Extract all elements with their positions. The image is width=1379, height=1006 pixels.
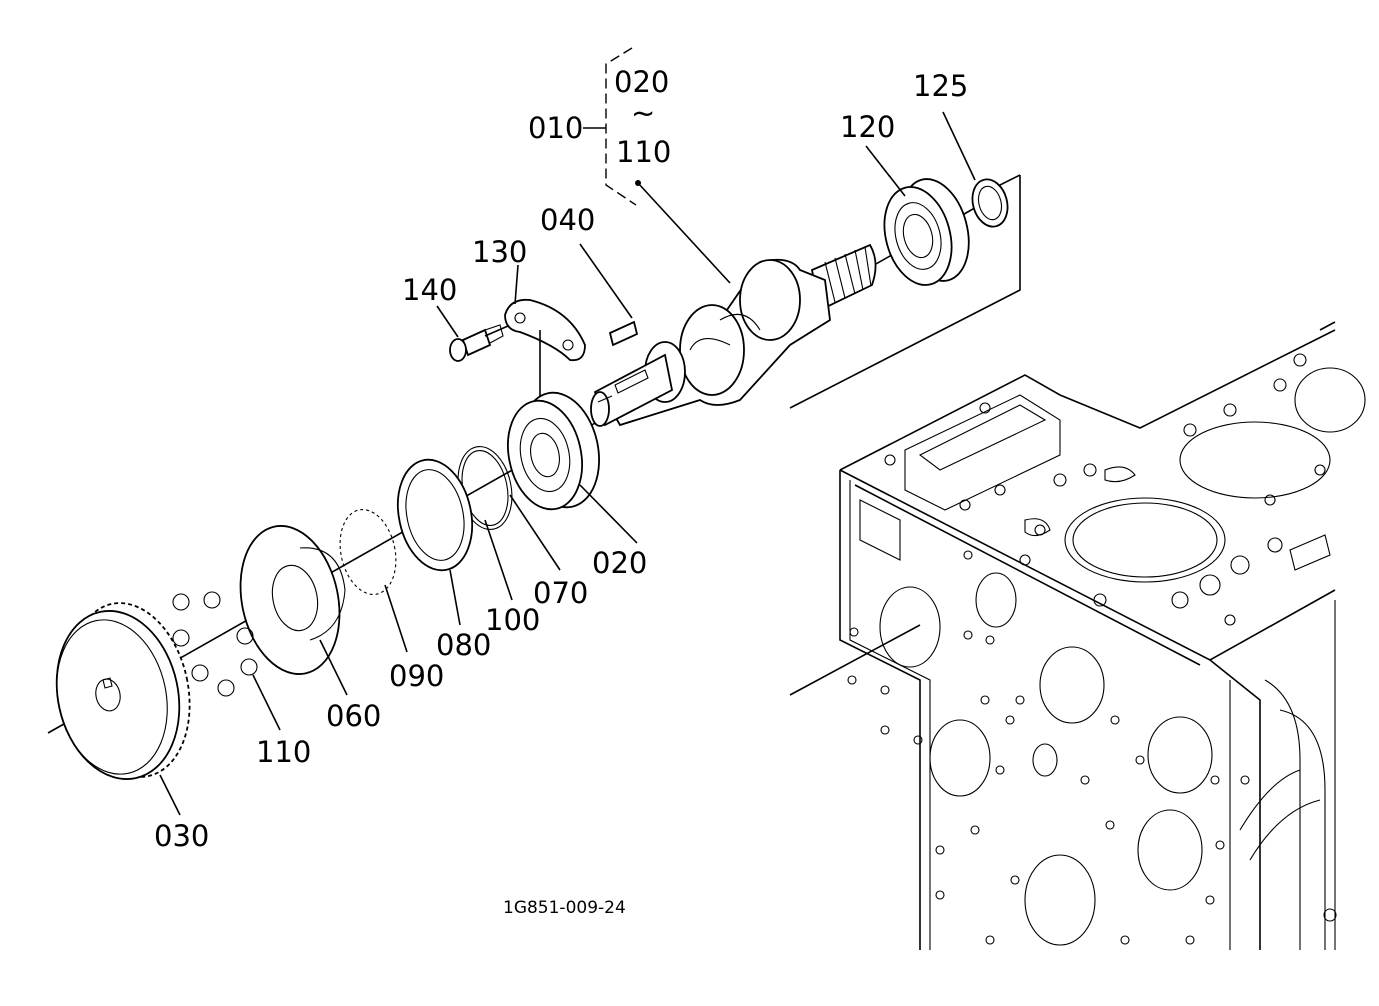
label-080: 080 bbox=[436, 628, 491, 662]
key-icon bbox=[608, 320, 639, 347]
label-110-range-end: 110 bbox=[616, 135, 671, 169]
ball-bearing-icon bbox=[507, 391, 600, 511]
label-110: 110 bbox=[256, 735, 311, 769]
camshaft-icon bbox=[590, 243, 877, 427]
crankcase-icon bbox=[789, 174, 1366, 950]
label-020: 020 bbox=[592, 546, 647, 580]
gear-icon bbox=[55, 602, 191, 780]
thrust-plate-icon bbox=[504, 298, 586, 362]
label-range-mark: ~ bbox=[631, 96, 655, 130]
leader-140-bolt bbox=[484, 325, 509, 337]
label-140: 140 bbox=[402, 273, 457, 307]
assembly-axis-right bbox=[789, 624, 921, 696]
label-030: 030 bbox=[154, 819, 209, 853]
assembly-bracket bbox=[583, 47, 731, 284]
label-090: 090 bbox=[389, 659, 444, 693]
leader-lines bbox=[159, 111, 976, 816]
label-125: 125 bbox=[913, 69, 968, 103]
bolt-icon bbox=[449, 324, 504, 362]
label-070: 070 bbox=[533, 576, 588, 610]
ring-icon bbox=[971, 178, 1009, 228]
label-120: 120 bbox=[840, 110, 895, 144]
label-060: 060 bbox=[326, 699, 381, 733]
label-100: 100 bbox=[485, 603, 540, 637]
label-010: 010 bbox=[528, 111, 583, 145]
part-labels: 010 020 ~ 110 125 120 040 130 140 020 07… bbox=[154, 65, 968, 918]
ball-ring-icon bbox=[339, 509, 397, 595]
figure-code: 1G851-009-24 bbox=[503, 898, 626, 918]
retainer-ring-icon bbox=[397, 458, 473, 572]
ball-bearing-icon bbox=[883, 178, 970, 286]
label-020-range-start: 020 bbox=[614, 65, 669, 99]
governor-plate-icon bbox=[239, 525, 346, 675]
label-040: 040 bbox=[540, 203, 595, 237]
governor-balls-icon bbox=[172, 591, 258, 697]
label-130: 130 bbox=[472, 235, 527, 269]
